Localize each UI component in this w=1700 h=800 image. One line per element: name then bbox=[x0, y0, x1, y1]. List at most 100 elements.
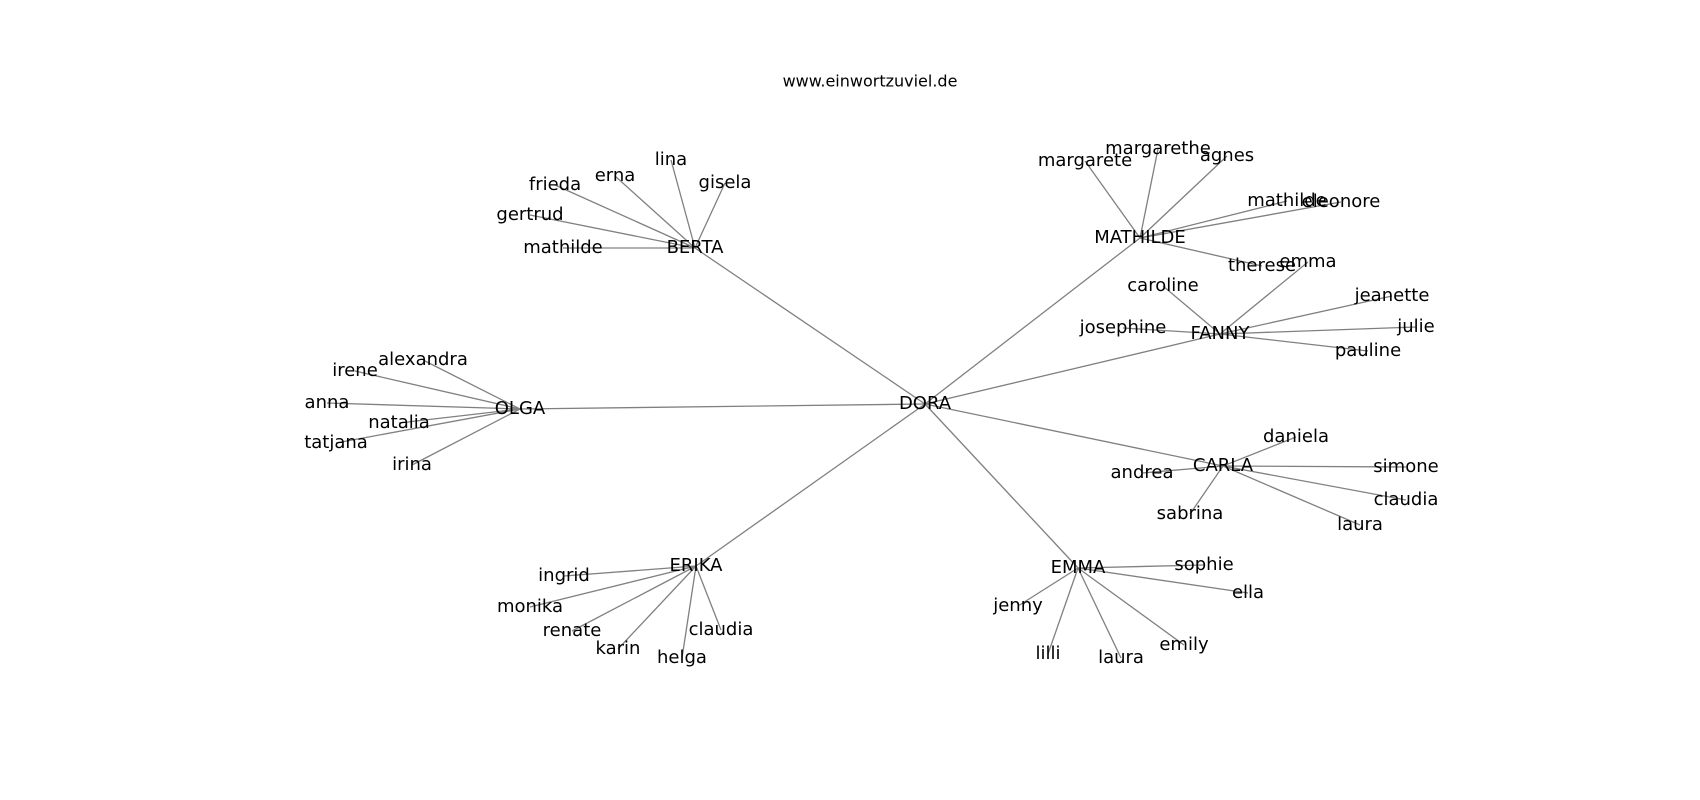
edge-emma-lilli bbox=[1047, 567, 1079, 655]
edge-fanny-emma bbox=[1219, 261, 1309, 335]
edge-erika-monika bbox=[529, 565, 697, 608]
leaf-node-label-berta-lina: lina bbox=[655, 149, 687, 170]
leaf-node-label-fanny-josephine: josephine bbox=[1079, 317, 1167, 338]
leaf-node-label-carla-andrea: andrea bbox=[1111, 462, 1174, 483]
edge-mathilde-therese bbox=[1139, 237, 1263, 267]
edge-olga-irene bbox=[354, 370, 521, 410]
edge-emma-sophie bbox=[1077, 564, 1205, 569]
leaf-node-label-berta-gisela: gisela bbox=[699, 172, 752, 193]
nodes: DORA BERTA mathilde gertrud frieda erna linagi… bbox=[304, 138, 1439, 668]
leaf-node-label-olga-irina: irina bbox=[392, 454, 432, 475]
leaf-node-label-fanny-emma: emma bbox=[1279, 251, 1336, 272]
edge-erika-renate bbox=[571, 565, 697, 632]
edge-emma-laura bbox=[1077, 567, 1122, 659]
leaf-node-label-fanny-pauline: pauline bbox=[1335, 340, 1401, 361]
edge-olga-natalia bbox=[398, 408, 521, 424]
edge-emma-jenny bbox=[1017, 567, 1079, 607]
edge-emma-emily bbox=[1077, 567, 1185, 646]
hub-node-label-fanny: FANNY bbox=[1191, 323, 1251, 344]
leaf-node-label-carla-laura: laura bbox=[1337, 514, 1383, 535]
leaf-node-label-mathilde-mathilde: mathilde bbox=[1247, 190, 1327, 211]
leaf-node-label-carla-claudia: claudia bbox=[1374, 489, 1439, 510]
leaf-node-label-olga-natalia: natalia bbox=[368, 412, 430, 433]
leaf-node-label-erika-helga: helga bbox=[657, 647, 707, 668]
leaf-node-label-carla-daniela: daniela bbox=[1263, 426, 1329, 447]
leaf-node-label-berta-gertrud: gertrud bbox=[496, 204, 563, 225]
edge-fanny-jeanette bbox=[1219, 295, 1393, 335]
leaf-node-label-erika-monika: monika bbox=[497, 596, 563, 617]
edge-mathilde-eleonore bbox=[1139, 201, 1342, 239]
diagram-title: www.einwortzuviel.de bbox=[783, 72, 958, 91]
edge-mathilde-mathilde bbox=[1139, 200, 1288, 239]
edge-mathilde-margarethe bbox=[1139, 148, 1159, 239]
edge-olga-alexandra bbox=[422, 359, 521, 410]
hub-node-label-mathilde: MATHILDE bbox=[1094, 227, 1186, 248]
leaf-node-label-olga-irene: irene bbox=[332, 360, 378, 381]
leaf-node-label-fanny-julie: julie bbox=[1396, 316, 1435, 337]
leaf-node-label-olga-anna: anna bbox=[305, 392, 350, 413]
edge-berta-erna bbox=[614, 175, 696, 249]
edge-olga-irina bbox=[411, 408, 521, 466]
edge-center-olga bbox=[519, 403, 926, 410]
edge-erika-ingrid bbox=[563, 565, 697, 577]
hub-node-label-emma: EMMA bbox=[1051, 557, 1106, 578]
leaf-node-label-mathilde-agnes: agnes bbox=[1200, 145, 1254, 166]
leaf-node-label-fanny-caroline: caroline bbox=[1127, 275, 1198, 296]
edge-erika-claudia bbox=[695, 565, 722, 631]
edge-emma-ella bbox=[1077, 567, 1249, 594]
leaf-node-label-fanny-jeanette: jeanette bbox=[1354, 285, 1430, 306]
edge-fanny-caroline bbox=[1162, 285, 1221, 335]
edge-center-mathilde bbox=[924, 237, 1141, 405]
edge-carla-simone bbox=[1222, 465, 1407, 468]
edge-olga-tatjana bbox=[335, 408, 521, 444]
leaf-node-label-berta-frieda: frieda bbox=[529, 174, 581, 195]
edge-carla-sabrina bbox=[1189, 465, 1224, 515]
leaf-node-label-erika-ingrid: ingrid bbox=[538, 565, 590, 586]
leaf-node-label-mathilde-eleonore: eleonore bbox=[1302, 191, 1381, 212]
edge-center-berta bbox=[694, 247, 926, 405]
edge-carla-andrea bbox=[1141, 465, 1224, 474]
leaf-node-label-mathilde-margarete: margarete bbox=[1038, 150, 1132, 171]
edge-berta-gertrud bbox=[529, 214, 696, 249]
leaf-node-label-mathilde-margarethe: margarethe bbox=[1105, 138, 1211, 159]
leaf-node-label-carla-simone: simone bbox=[1373, 456, 1438, 477]
edge-fanny-julie bbox=[1219, 326, 1417, 335]
leaf-node-label-carla-sabrina: sabrina bbox=[1157, 503, 1224, 524]
leaf-node-label-emma-lilli: lilli bbox=[1035, 643, 1060, 664]
leaf-node-label-emma-jenny: jenny bbox=[992, 595, 1043, 616]
edge-berta-frieda bbox=[554, 184, 696, 249]
hub-node-label-olga: OLGA bbox=[495, 398, 546, 419]
edge-mathilde-agnes bbox=[1139, 155, 1228, 239]
edge-fanny-pauline bbox=[1219, 333, 1369, 352]
leaf-node-label-emma-sophie: sophie bbox=[1174, 554, 1233, 575]
edge-olga-anna bbox=[326, 402, 521, 410]
edges bbox=[326, 148, 1417, 659]
leaf-node-label-erika-claudia: claudia bbox=[689, 619, 754, 640]
leaf-node-label-mathilde-therese: therese bbox=[1228, 255, 1296, 276]
edge-erika-karin bbox=[617, 565, 697, 650]
edge-carla-claudia bbox=[1222, 465, 1407, 501]
edge-center-erika bbox=[695, 403, 926, 567]
edge-mathilde-margarete bbox=[1084, 160, 1141, 239]
leaf-node-label-emma-emily: emily bbox=[1159, 634, 1209, 655]
hub-node-label-erika: ERIKA bbox=[670, 555, 724, 576]
edge-center-fanny bbox=[924, 333, 1221, 405]
center-node-label: DORA bbox=[899, 393, 952, 414]
leaf-node-label-berta-mathilde: mathilde bbox=[523, 237, 603, 258]
edge-berta-gisela bbox=[694, 182, 726, 249]
leaf-node-label-olga-alexandra: alexandra bbox=[378, 349, 468, 370]
edge-center-emma bbox=[924, 403, 1079, 569]
leaf-node-label-olga-tatjana: tatjana bbox=[304, 432, 368, 453]
leaf-node-label-emma-laura: laura bbox=[1098, 647, 1144, 668]
leaf-node-label-erika-karin: karin bbox=[596, 638, 641, 659]
hub-node-label-berta: BERTA bbox=[667, 237, 725, 258]
edge-berta-lina bbox=[670, 159, 696, 249]
hub-node-label-carla: CARLA bbox=[1193, 455, 1254, 476]
leaf-node-label-emma-ella: ella bbox=[1232, 582, 1264, 603]
leaf-node-label-berta-erna: erna bbox=[595, 165, 636, 186]
edge-erika-helga bbox=[681, 565, 697, 659]
edge-carla-daniela bbox=[1222, 436, 1297, 467]
leaf-node-label-erika-renate: renate bbox=[543, 620, 602, 641]
edge-fanny-josephine bbox=[1122, 327, 1221, 335]
